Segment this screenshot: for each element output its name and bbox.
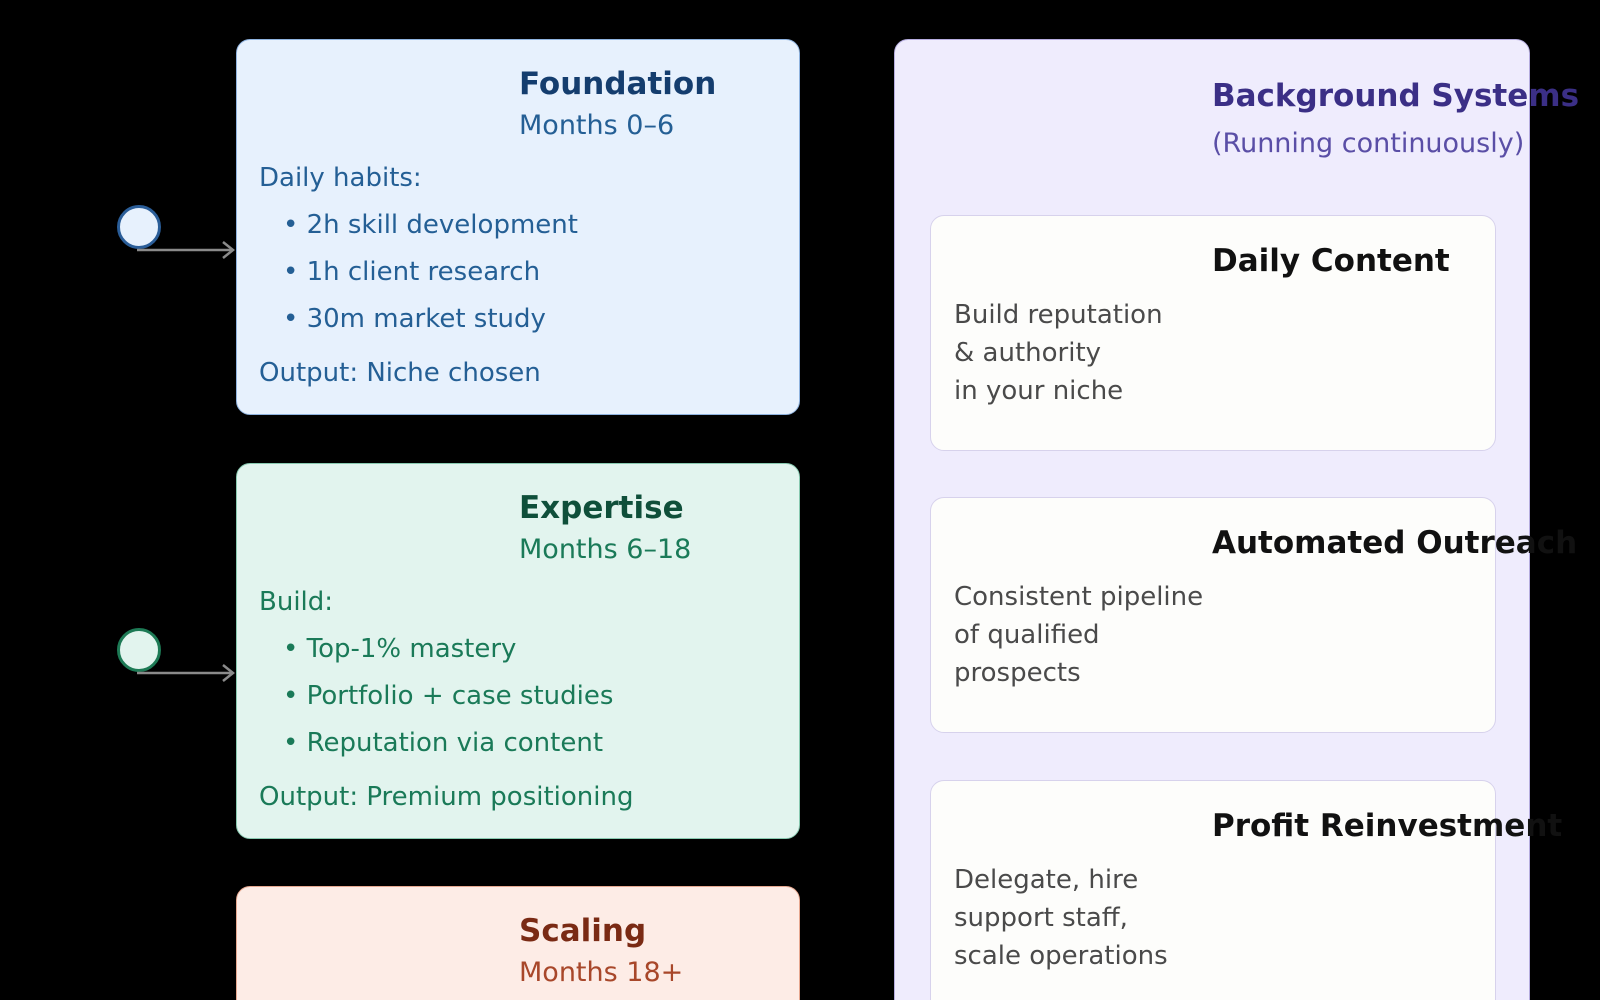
phase-title: Expertise <box>519 490 684 526</box>
phase-card-expertise: Expertise Months 6–18 Build: • Top-1% ma… <box>236 463 800 839</box>
connector-arrow-foundation <box>137 241 236 259</box>
system-title: Daily Content <box>1212 243 1450 279</box>
system-description-line: Build reputation <box>954 300 1163 330</box>
system-title: Automated Outreach <box>1212 525 1578 561</box>
system-description-line: of qualified <box>954 620 1100 650</box>
phase-bullet: • 2h skill development <box>283 210 578 240</box>
phase-card-scaling: Scaling Months 18+ <box>236 886 800 1000</box>
system-card-profit-reinvestment <box>930 780 1496 1000</box>
phase-output: Output: Niche chosen <box>259 358 541 388</box>
system-title: Profit Reinvestment <box>1212 808 1563 844</box>
phase-output: Output: Premium positioning <box>259 782 634 812</box>
phase-bullet: • 1h client research <box>283 257 541 287</box>
phase-bullet: • Top-1% mastery <box>283 634 517 664</box>
phase-bullet: • Portfolio + case studies <box>283 681 614 711</box>
background-systems-title: Background Systems <box>1212 78 1580 114</box>
phase-subtitle: Months 6–18 <box>519 534 692 565</box>
system-description-line: Consistent pipeline <box>954 582 1204 612</box>
phase-bullet: • Reputation via content <box>283 728 604 758</box>
system-description-line: scale operations <box>954 941 1168 971</box>
background-systems-subtitle: (Running continuously) <box>1212 128 1525 159</box>
system-card-daily-content <box>930 215 1496 451</box>
phase-title: Foundation <box>519 66 717 102</box>
phase-heading: Build: <box>259 587 334 617</box>
system-description-line: in your niche <box>954 376 1124 406</box>
phase-heading: Daily habits: <box>259 163 422 193</box>
phase-subtitle: Months 18+ <box>519 957 684 988</box>
phase-subtitle: Months 0–6 <box>519 110 675 141</box>
system-description-line: prospects <box>954 658 1081 688</box>
phase-bullet: • 30m market study <box>283 304 546 334</box>
system-description-line: & authority <box>954 338 1102 368</box>
system-description-line: Delegate, hire <box>954 865 1139 895</box>
system-card-automated-outreach <box>930 497 1496 733</box>
timeline-node-expertise <box>117 628 161 672</box>
phase-card-foundation: Foundation Months 0–6 Daily habits: • 2h… <box>236 39 800 415</box>
system-description-line: support staff, <box>954 903 1128 933</box>
timeline-node-foundation <box>117 205 161 249</box>
connector-arrow-expertise <box>137 664 236 682</box>
phase-title: Scaling <box>519 913 647 949</box>
